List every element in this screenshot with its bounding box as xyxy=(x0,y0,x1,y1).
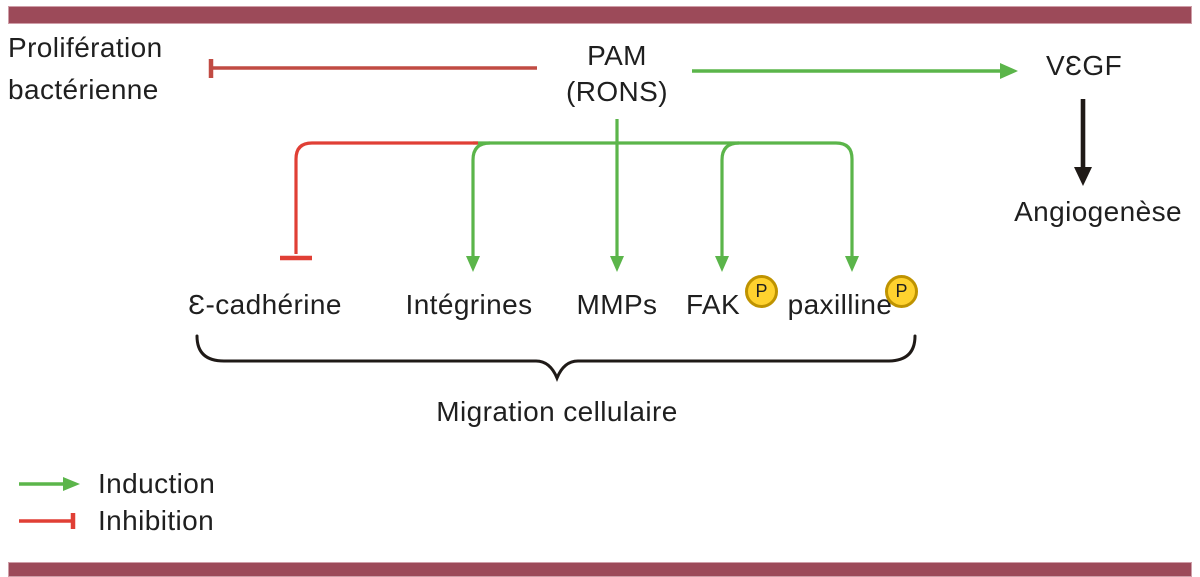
top-border-bar xyxy=(8,6,1192,24)
induction-branch-rail xyxy=(471,119,854,257)
arrowhead-paxilline xyxy=(845,256,859,272)
node-pam-line1: PAM xyxy=(587,40,647,71)
inhibition-arrow-pam-to-proliferation xyxy=(208,59,537,78)
inhibition-bar-icon xyxy=(19,513,76,529)
node-fak: FAK xyxy=(685,289,741,320)
legend-inhibition: Inhibition xyxy=(18,505,214,537)
induction-arrow-icon xyxy=(19,477,80,491)
phospho-badge-paxilline: P xyxy=(885,275,918,308)
arrow-vegf-to-angiogenese xyxy=(1074,99,1092,186)
node-pam: PAM (RONS) xyxy=(566,38,668,110)
bottom-border-bar xyxy=(8,562,1192,577)
legend-induction-label: Induction xyxy=(98,468,216,499)
arrowhead-fak xyxy=(715,256,729,272)
node-e-cadherine: Ɛ-cadhérine xyxy=(188,289,342,320)
arrowhead-mmps xyxy=(610,256,624,272)
phospho-badge-fak: P xyxy=(745,275,778,308)
node-angiogenese: Angiogenèse xyxy=(1014,196,1182,227)
induction-arrow-pam-to-vegf xyxy=(692,63,1018,79)
induction-arrowheads xyxy=(466,256,859,272)
migration-brace xyxy=(195,334,917,382)
inhibition-branch-ecadherine xyxy=(280,141,478,261)
node-vegf: VƐGF xyxy=(1046,50,1123,81)
node-proliferation: Prolifération bactérienne xyxy=(8,27,163,111)
label-migration-cellulaire: Migration cellulaire xyxy=(436,396,678,427)
node-pam-line2: (RONS) xyxy=(566,76,668,107)
node-proliferation-line2: bactérienne xyxy=(8,74,159,105)
node-integrines: Intégrines xyxy=(405,289,533,320)
arrowhead-integrines xyxy=(466,256,480,272)
node-proliferation-line1: Prolifération xyxy=(8,32,163,63)
node-mmps: MMPs xyxy=(576,289,658,320)
legend-inhibition-label: Inhibition xyxy=(98,505,215,536)
node-paxilline: paxilline xyxy=(787,289,893,320)
legend-induction: Induction xyxy=(18,468,215,500)
